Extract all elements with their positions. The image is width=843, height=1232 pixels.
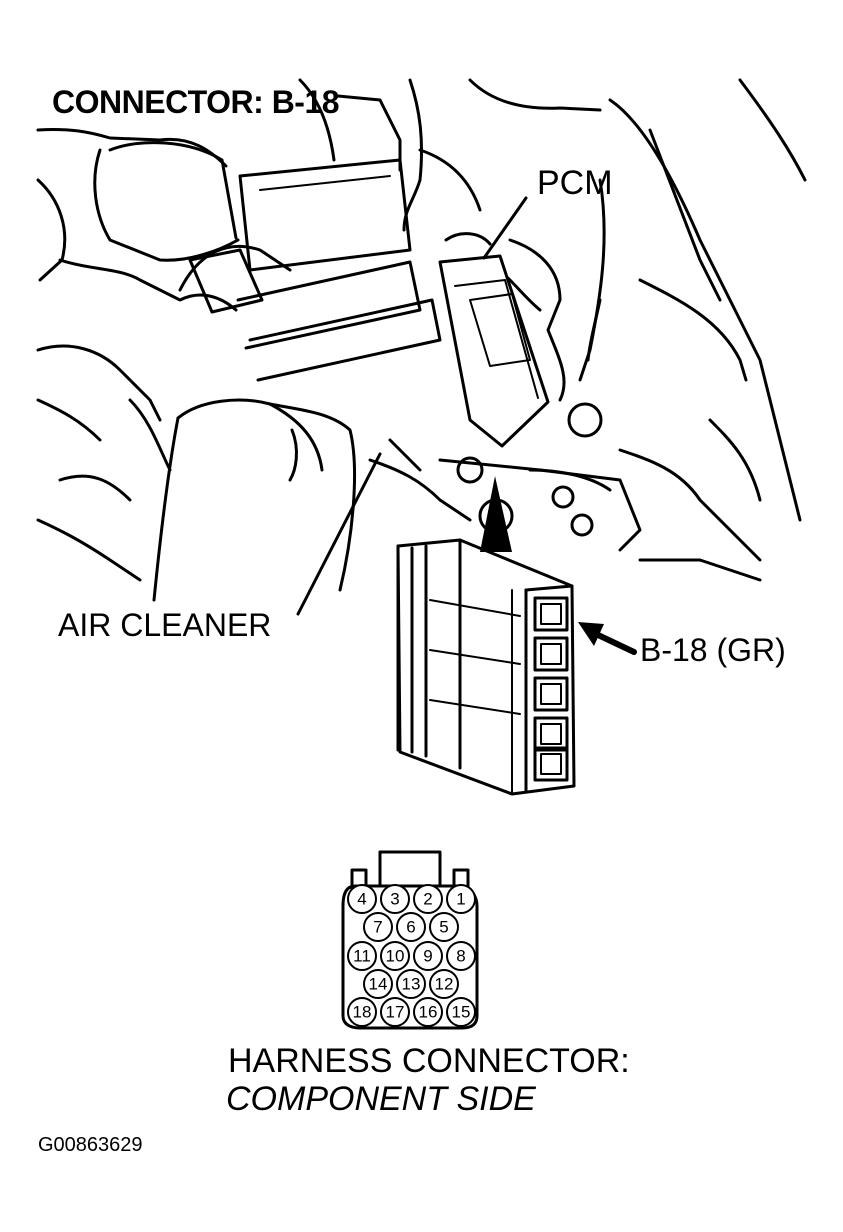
pin-number: 17: [386, 1003, 405, 1022]
pcm-label: PCM: [537, 164, 613, 202]
pin-cavity: [363, 969, 393, 999]
pin-cavity: [413, 884, 443, 914]
pin-number: 9: [423, 947, 432, 966]
pin-cavity: [347, 997, 377, 1027]
air-cleaner-label: AIR CLEANER: [58, 607, 272, 643]
air-cleaner-outline: [152, 398, 422, 602]
pin-number: 7: [373, 918, 382, 937]
pin-cavity: [429, 912, 459, 942]
pin-cavity: [396, 912, 426, 942]
pcm-module: [438, 232, 602, 448]
pin-cavity: [363, 912, 393, 942]
pin-cavity: [347, 941, 377, 971]
pcm-leader-line: [482, 196, 528, 260]
diagram-title: CONNECTOR: B-18: [52, 84, 340, 120]
pin-cavity: [380, 941, 410, 971]
pin-cavity: [413, 997, 443, 1027]
b18-connector-enlarged: [396, 538, 576, 796]
pin-number: 1: [456, 890, 465, 909]
pin-number: 5: [439, 918, 448, 937]
air-cleaner-leader-line: [296, 452, 382, 616]
pin-cavity: [347, 884, 377, 914]
pin-cavity: [446, 997, 476, 1027]
pin-cavity: [446, 941, 476, 971]
harness-caption-line1: HARNESS CONNECTOR:: [228, 1042, 630, 1080]
pin-number: 10: [386, 947, 405, 966]
pin-number: 18: [353, 1003, 372, 1022]
pin-cavity: [396, 969, 426, 999]
pin-number: 6: [406, 918, 415, 937]
connector-callout-label: B-18 (GR): [640, 632, 786, 668]
harness-caption-line2: COMPONENT SIDE: [226, 1080, 536, 1118]
pin-number: 2: [423, 890, 432, 909]
figure-code: G00863629: [38, 1134, 143, 1156]
pin-number: 8: [456, 947, 465, 966]
pin-number: 15: [452, 1003, 471, 1022]
pin-cavity: [429, 969, 459, 999]
enlargement-pointer: [480, 476, 512, 552]
engine-bay-linework: [36, 78, 807, 582]
pin-number: 16: [419, 1003, 438, 1022]
pin-number: 14: [369, 975, 388, 994]
pin-number: 3: [390, 890, 399, 909]
pin-cavity: [380, 997, 410, 1027]
pin-cavity: [446, 884, 476, 914]
pin-number: 13: [402, 975, 421, 994]
pin-number: 4: [357, 890, 366, 909]
pin-number: 11: [353, 947, 371, 966]
b18-callout-arrow: [578, 622, 637, 655]
pin-number: 12: [435, 975, 454, 994]
pin-cavity: [413, 941, 443, 971]
pin-cavity: [380, 884, 410, 914]
